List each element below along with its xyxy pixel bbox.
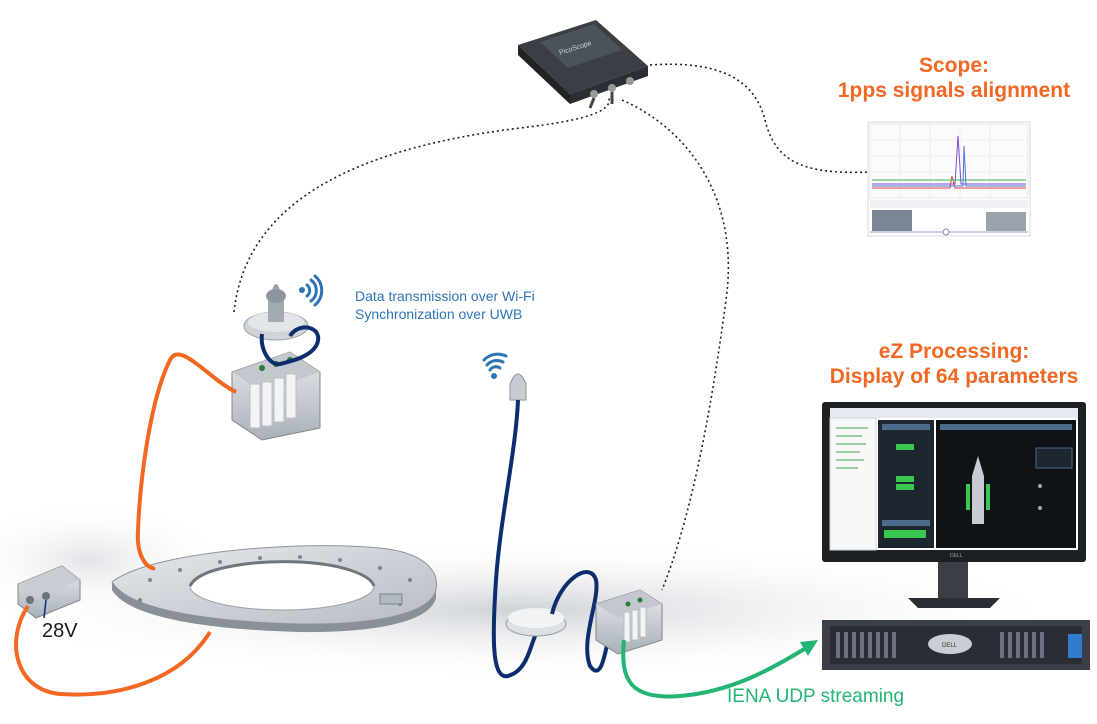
wifi-note-line1: Data transmission over Wi-Fi xyxy=(355,288,535,304)
power-box xyxy=(17,565,81,619)
wifi-signal-icon xyxy=(299,274,324,307)
scope-screenshot xyxy=(867,121,1031,237)
right-module-box xyxy=(595,589,663,655)
middle-antenna xyxy=(509,373,527,401)
scope-to-screenshot-line xyxy=(649,63,871,174)
puck-cable xyxy=(550,570,610,673)
scope-title: Scope: 1pps signals alignment xyxy=(826,53,1082,103)
scope-to-right-module-line xyxy=(621,99,730,591)
stream-label: IENA UDP streaming xyxy=(727,686,905,707)
ring-plate xyxy=(111,545,437,633)
left-antenna xyxy=(243,284,309,341)
wifi-note-line2: Synchronization over UWB xyxy=(355,306,523,322)
monitor: DELL xyxy=(822,402,1086,608)
scope-to-left-module-line xyxy=(233,95,610,313)
orange-cables xyxy=(14,352,237,697)
svg-text:DELL: DELL xyxy=(942,643,958,649)
scope-title-line2: 1pps signals alignment xyxy=(837,79,1071,102)
left-module-box xyxy=(231,351,321,441)
orange-cable-lower xyxy=(14,604,212,697)
orange-cable-upper xyxy=(135,352,237,571)
scope-title-line1: Scope: xyxy=(918,54,989,77)
dotted-connections xyxy=(233,63,871,591)
iena-stream-arrow xyxy=(621,639,818,699)
power-label: 28V xyxy=(42,620,78,642)
rack-server: DELL xyxy=(822,620,1090,670)
left-antenna-cable xyxy=(259,325,321,367)
middle-antenna-cable xyxy=(491,399,542,679)
picoscope-device: PicoScope xyxy=(518,20,648,109)
ez-processing-title-line2: Display of 64 parameters xyxy=(829,365,1079,388)
ez-processing-title-line1: eZ Processing: xyxy=(878,340,1030,363)
ez-processing-title: eZ Processing: Display of 64 parameters xyxy=(814,339,1094,389)
wifi-note: Data transmission over Wi-Fi Synchroniza… xyxy=(355,287,535,323)
wifi-signal-icon xyxy=(482,352,508,379)
svg-text:DELL: DELL xyxy=(950,553,963,559)
power-label-pointer xyxy=(43,599,47,619)
puck-antenna xyxy=(505,608,567,637)
